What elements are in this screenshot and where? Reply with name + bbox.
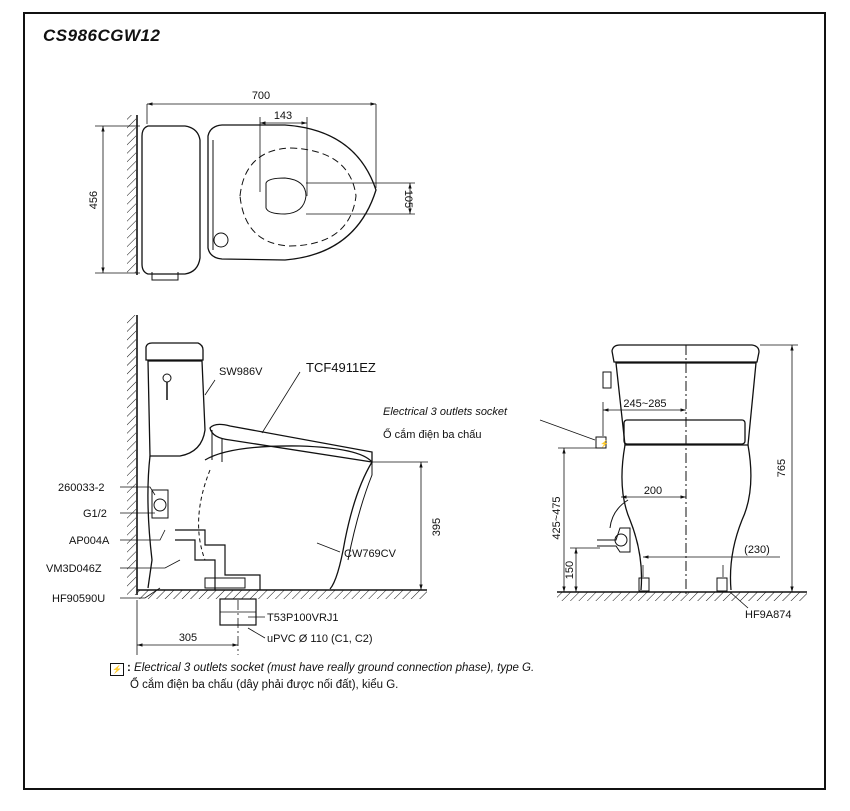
label-p2: G1/2 bbox=[83, 508, 107, 520]
tank-lid-front bbox=[611, 344, 760, 363]
dim-socket-w: 245~285 bbox=[623, 398, 666, 410]
model-title: CS986CGW12 bbox=[43, 26, 161, 45]
dim-socket-h: 425~475 bbox=[551, 496, 563, 539]
footnote-vi: Ổ cắm điện ba chấu (dây phải được nối đấ… bbox=[130, 679, 399, 691]
label-seat: TCF4911EZ bbox=[306, 360, 376, 375]
label-p5: HF90590U bbox=[52, 593, 105, 605]
tank-outline-top bbox=[141, 125, 201, 275]
seat-side bbox=[209, 423, 373, 463]
dim-hole: 143 bbox=[274, 110, 292, 122]
label-pipe: uPVC Ø 110 (C1, C2) bbox=[267, 633, 373, 645]
dim-width: 700 bbox=[252, 90, 270, 102]
footnote-en-line: ⚡: Electrical 3 outlets socket (must hav… bbox=[110, 660, 534, 677]
label-tank: SW986V bbox=[219, 366, 263, 378]
dim-total-height: 765 bbox=[776, 459, 788, 477]
bowl-left-front bbox=[621, 444, 643, 591]
tank-lid-side bbox=[145, 342, 204, 361]
socket-icon: ⚡ bbox=[600, 439, 609, 448]
label-p1: 260033-2 bbox=[58, 482, 105, 494]
bowl-right-front bbox=[729, 444, 752, 591]
drawing-frame: CS986CGW12 bbox=[23, 12, 826, 790]
label-p4: VM3D046Z bbox=[46, 563, 102, 575]
label-bowl: CW769CV bbox=[344, 548, 397, 560]
outlet-top bbox=[265, 177, 307, 215]
dim-supply-h: 150 bbox=[564, 561, 576, 579]
dim-rough-in: 305 bbox=[179, 632, 197, 644]
bowl-dashed-top bbox=[239, 147, 357, 247]
side-view bbox=[120, 315, 428, 655]
bowl-front-side bbox=[204, 445, 373, 590]
label-p3: AP004A bbox=[69, 535, 110, 547]
label-flange: T53P100VRJ1 bbox=[267, 612, 339, 624]
tank-body-side bbox=[147, 360, 206, 457]
dim-depth: 456 bbox=[88, 191, 100, 209]
dim-supply-w: 200 bbox=[644, 485, 662, 497]
dim-bolt-span: (230) bbox=[744, 544, 770, 556]
front-view bbox=[539, 344, 807, 609]
footnote: ⚡: Electrical 3 outlets socket (must hav… bbox=[110, 660, 534, 694]
socket-symbol-icon: ⚡ bbox=[110, 663, 124, 676]
footnote-en: Electrical 3 outlets socket (must have r… bbox=[134, 662, 535, 674]
bowl-back-side bbox=[147, 455, 153, 589]
dim-height: 395 bbox=[431, 518, 443, 536]
dim-offset: 105 bbox=[402, 190, 414, 208]
socket-label-vi: Ổ cắm điện ba chấu bbox=[383, 428, 481, 441]
wall-hatch-top bbox=[127, 115, 136, 273]
label-bolt: HF9A874 bbox=[745, 609, 791, 621]
socket-label-en: Electrical 3 outlets socket bbox=[383, 406, 508, 418]
seat-front bbox=[623, 419, 746, 445]
seat-outline-top bbox=[207, 124, 377, 261]
top-view bbox=[95, 102, 415, 281]
